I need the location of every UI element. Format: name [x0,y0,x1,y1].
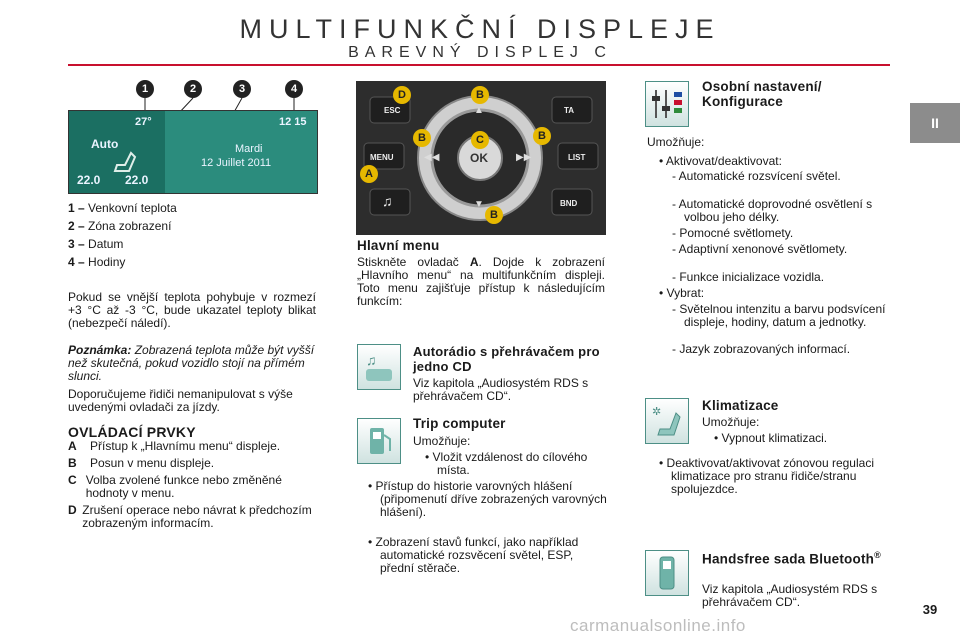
trip-allows: Umožňuje: [413,434,471,448]
autoradio-text: Viz kapitola „Audiosystém RDS s přehráva… [413,376,589,403]
callout-2: 2 [184,80,202,98]
personal-activate-5: - Funkce inicializace vozidla. [672,270,825,284]
legend-item: 2 – Zóna zobrazení [68,219,172,233]
rewind-icon: ◀◀ [424,152,440,163]
autoradio-heading: Autorádio s přehrávačem pro jedno CD [413,344,600,374]
legend-item: 4 – Hodiny [68,255,126,269]
bluetooth-heading: Handsfree sada Bluetooth® [702,550,881,567]
main-menu-text: Stiskněte ovladač A. Dojde k zobrazení „… [357,255,605,308]
day-label: Mardi [235,143,263,155]
climate-item: • Vypnout klimatizaci. [714,431,828,445]
music-note-icon: ♫ [382,193,393,209]
badge-c: C [471,131,489,149]
temp-right: 22.0 [125,173,149,187]
down-arrow-icon: ▼ [474,199,484,210]
page-title: MULTIFUNKČNÍ DISPLEJE [239,14,721,44]
legend-item: 1 – Venkovní teplota [68,201,177,215]
badge-b-top: B [471,86,489,104]
trip-heading: Trip computer [413,416,506,431]
bluetooth-text: Viz kapitola „Audiosystém RDS s přehráva… [702,582,878,609]
climate-allows: Umožňuje: [702,415,760,429]
display-right-zone [165,111,317,193]
climate-mode: Auto [91,137,119,151]
controls-heading: OVLÁDACÍ PRVKY [68,424,196,440]
menu-button: MENU [370,153,394,162]
personal-heading: Osobní nastavení/ Konfigurace [702,79,822,109]
watermark: carmanualsonline.info [570,616,746,635]
legend-item: 3 – Datum [68,237,124,251]
main-menu-heading: Hlavní menu [357,238,440,253]
control-panel-drawing [356,81,606,235]
date-label: 12 Juillet 2011 [201,157,272,169]
header-rule [68,64,890,66]
callout-4: 4 [285,80,303,98]
personal-activate: • Aktivovat/deaktivovat: [659,154,782,168]
forward-icon: ▶▶ [516,152,532,163]
callout-3: 3 [233,80,251,98]
badge-b-right: B [533,127,551,145]
personal-activate-1: - Automatické rozsvícení světel. [672,169,841,183]
fuel-pump-icon [357,418,401,464]
list-button: LIST [568,153,586,162]
badge-d: D [393,86,411,104]
bnd-button: BND [560,199,578,208]
display-left-zone [69,111,165,193]
ok-button: OK [470,151,488,165]
phone-icon [645,550,689,596]
personal-activate-3: - Pomocné světlomety. [672,226,794,240]
climate-heading: Klimatizace [702,398,779,413]
control-panel: ESC TA MENU LIST BND ♫ OK ▲ ▼ ◀◀ ▶▶ D B … [356,81,606,235]
personal-choose-1: - Světelnou intenzitu a barvu podsvícení… [672,302,886,329]
page-subtitle: BAREVNÝ DISPLEJ C [348,44,612,61]
personal-choose: • Vybrat: [659,286,705,300]
chapter-tab: II [910,103,960,143]
seat-icon [113,151,137,172]
note: Poznámka: Zobrazená teplota může být vyš… [68,343,315,383]
esc-button: ESC [384,106,401,115]
advice-paragraph: Doporučujeme řidiči nemanipulovat s výše… [68,387,293,414]
personal-activate-2: - Automatické doprovodné osvětlení s vol… [672,197,873,224]
settings-sliders-icon [645,81,689,127]
callout-1: 1 [136,80,154,98]
climate-zone: • Deaktivovat/aktivovat zónovou regulaci… [659,456,874,496]
svg-text:✲: ✲ [652,406,661,418]
up-arrow-icon: ▲ [474,105,484,116]
outside-temp: 27° [135,116,152,128]
page-number: 39 [922,602,938,617]
trip-item-2: • Přístup do historie varovných hlášení … [368,479,607,519]
personal-choose-2: - Jazyk zobrazovaných informací. [672,342,851,356]
svg-text:♫: ♫ [366,352,377,368]
personal-activate-4: - Adaptivní xenonové světlomety. [672,242,848,256]
trip-item-3: • Zobrazení stavů funkcí, jako například… [368,535,579,575]
temp-left: 22.0 [77,173,101,187]
badge-b-left: B [413,129,431,147]
legend: 1 – Venkovní teplota 2 – Zóna zobrazení … [68,201,328,273]
personal-allows: Umožňuje: [647,135,705,149]
temperature-paragraph: Pokud se vnější teplota pohybuje v rozme… [68,290,316,330]
radio-icon: ♫ [357,344,401,390]
display-screenshot: 27° 12 15 Auto Mardi 12 Juillet 2011 22.… [68,110,318,194]
clock: 12 15 [279,116,307,128]
trip-item-1: • Vložit vzdálenost do cílového místa. [425,450,588,477]
ta-button: TA [564,106,575,115]
badge-a: A [360,165,378,183]
badge-b-bottom: B [485,206,503,224]
climate-seat-icon: ✲ [645,398,689,444]
